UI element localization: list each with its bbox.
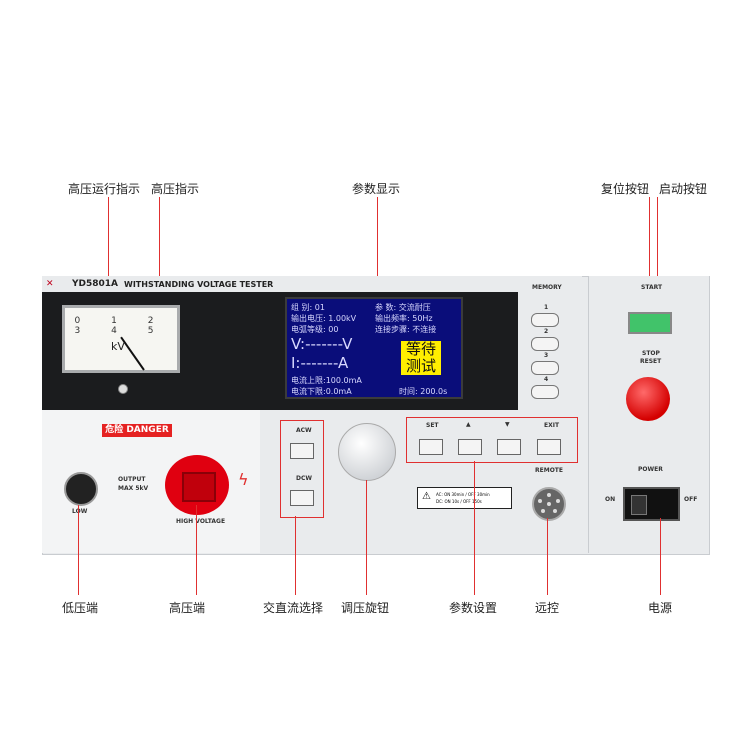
power-label: POWER [638, 466, 663, 473]
spec-label: ⚠ AC: ON 30min / OFF 30min DC: ON 10s / … [417, 487, 512, 509]
leader-line [196, 505, 197, 595]
remote-pin [541, 509, 545, 513]
callout-reset-button: 复位按钮 [601, 182, 650, 196]
device-name: WITHSTANDING VOLTAGE TESTER [124, 280, 274, 289]
leader-line [547, 518, 548, 595]
memory-key-label: 1 [544, 304, 549, 311]
low-terminal[interactable] [64, 472, 98, 506]
lcd-cur-high: 电流上限:100.0mA [291, 376, 362, 385]
remote-pin [547, 502, 551, 506]
callout-high-terminal: 高压端 [169, 601, 206, 615]
remote-label: REMOTE [535, 467, 563, 474]
leader-line [295, 516, 296, 595]
callout-hv-run-indicator: 高压运行指示 [68, 182, 141, 196]
exit-button[interactable] [537, 439, 561, 455]
callout-low-terminal: 低压端 [62, 601, 99, 615]
output-max-label: MAX 5kV [118, 485, 149, 492]
power-rocker [631, 495, 647, 515]
leader-line [159, 197, 160, 317]
callout-param-setting: 参数设置 [449, 601, 498, 615]
lcd-voltage: 输出电压: 1.00kV [291, 314, 357, 323]
param-keys-highlight-box [406, 417, 578, 463]
memory-button-1[interactable] [531, 313, 559, 327]
off-label: OFF [684, 496, 698, 503]
stop-label: STOP [642, 350, 660, 357]
memory-button-4[interactable] [531, 385, 559, 399]
remote-pin [556, 499, 560, 503]
hv-label: HIGH VOLTAGE [176, 518, 226, 525]
meter-scale: 0 1 2 3 4 5 [74, 316, 168, 336]
down-button[interactable] [497, 439, 521, 455]
dcw-button[interactable] [290, 490, 314, 506]
output-label: OUTPUT [118, 476, 146, 483]
memory-key-label: 4 [544, 376, 549, 383]
leader-line [377, 197, 378, 299]
leader-line [78, 505, 79, 595]
leader-line [366, 480, 367, 595]
warning-icon: ⚠ [422, 491, 431, 502]
model-label: YD5801A [72, 279, 119, 289]
remote-connector[interactable] [532, 487, 566, 521]
down-arrow-icon: ▼ [505, 421, 510, 428]
lcd-v-reading: V:-------V [291, 335, 353, 353]
acdc-highlight-box [280, 420, 324, 518]
leader-line [657, 197, 658, 311]
hv-socket [182, 472, 216, 502]
spec-ac: AC: ON 30min / OFF 30min [436, 492, 490, 497]
leader-line [474, 461, 475, 595]
acw-button[interactable] [290, 443, 314, 459]
memory-key-label: 3 [544, 352, 549, 359]
callout-remote: 远控 [535, 601, 560, 615]
remote-pin [538, 499, 542, 503]
kv-meter: 0 1 2 3 4 5 kV [62, 305, 180, 373]
memory-label: MEMORY [532, 284, 562, 291]
start-label: START [641, 284, 663, 291]
dcw-label: DCW [296, 475, 313, 482]
stop-reset-button[interactable] [626, 377, 670, 421]
lcd-group: 组 别: 01 [291, 303, 325, 312]
lcd-wait-badge: 等待测试 [401, 341, 441, 375]
set-button[interactable] [419, 439, 443, 455]
leader-line [660, 518, 661, 595]
reset-label: RESET [640, 358, 662, 365]
on-label: ON [605, 496, 616, 503]
low-label: LOW [72, 508, 88, 515]
callout-acdc-select: 交直流选择 [263, 601, 324, 615]
hv-run-lamp [118, 384, 128, 394]
lcd-i-reading: I:-------A [291, 354, 349, 372]
set-label: SET [426, 422, 439, 429]
memory-key-label: 2 [544, 328, 549, 335]
lcd-cur-low: 电流下限:0.0mA [291, 387, 352, 396]
callout-param-display: 参数显示 [352, 182, 401, 196]
exit-label: EXIT [544, 422, 560, 429]
callout-start-button: 启动按钮 [659, 182, 708, 196]
remote-pin [547, 493, 551, 497]
lcd-connect: 连接步骤: 不连接 [375, 325, 437, 334]
memory-button-2[interactable] [531, 337, 559, 351]
memory-button-3[interactable] [531, 361, 559, 375]
acw-label: ACW [296, 427, 312, 434]
lcd-frequency: 输出频率: 50Hz [375, 314, 433, 323]
remote-pin [553, 509, 557, 513]
lcd-screen: 组 别: 01 参 数: 交流耐压 输出电压: 1.00kV 输出频率: 50H… [285, 297, 463, 399]
lcd-arc: 电弧等级: 00 [291, 325, 339, 334]
up-arrow-icon: ▲ [466, 421, 471, 428]
danger-badge: 危险 DANGER [102, 424, 172, 437]
brand-bar [42, 276, 582, 292]
voltage-knob[interactable] [338, 423, 396, 481]
meter-needle [120, 336, 145, 371]
spec-dc: DC: ON 10s / OFF 150s [436, 499, 482, 504]
lcd-time: 时间: 200.0s [399, 387, 448, 396]
lcd-param: 参 数: 交流耐压 [375, 303, 431, 312]
power-switch[interactable] [623, 487, 680, 521]
lightning-icon: ϟ [238, 470, 249, 489]
callout-hv-indicator: 高压指示 [151, 182, 200, 196]
start-button[interactable] [628, 312, 672, 334]
callout-voltage-knob: 调压旋钮 [341, 601, 390, 615]
logo-icon: ✕ [46, 279, 54, 289]
up-button[interactable] [458, 439, 482, 455]
meter-unit: kV [111, 340, 125, 353]
callout-power: 电源 [648, 601, 673, 615]
